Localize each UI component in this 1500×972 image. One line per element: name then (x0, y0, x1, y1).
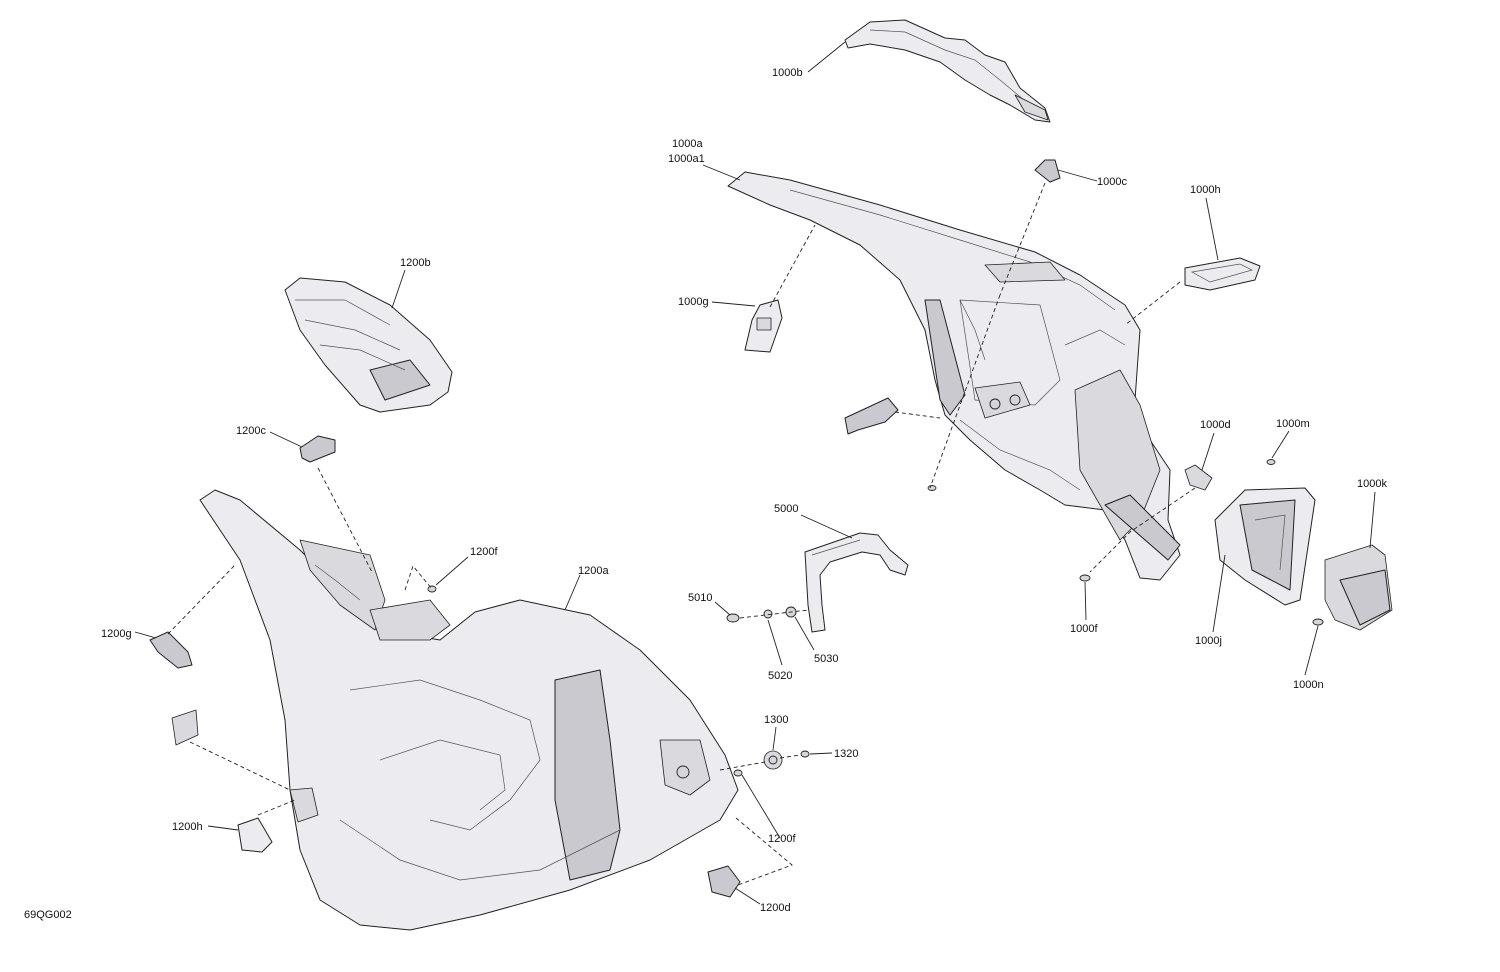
label-5030: 5030 (814, 653, 838, 665)
part-1000d[interactable] (1184, 464, 1213, 491)
assembly-lines (167, 182, 1196, 886)
part-1000g[interactable] (744, 299, 783, 353)
label-1000m: 1000m (1276, 418, 1310, 430)
label-1320: 1320 (834, 748, 858, 760)
label-1000j: 1000j (1195, 635, 1222, 647)
part-1200c[interactable] (299, 435, 336, 463)
part-1200d[interactable] (707, 865, 741, 898)
label-1000n: 1000n (1293, 679, 1324, 691)
part-1000h[interactable] (1184, 257, 1261, 291)
label-1200d: 1200d (760, 902, 791, 914)
label-1000b: 1000b (772, 67, 803, 79)
label-5000: 5000 (774, 503, 798, 515)
part-1000k[interactable] (1324, 544, 1393, 631)
label-1200f-top: 1200f (470, 546, 498, 558)
label-1000d: 1000d (1200, 419, 1231, 431)
part-5020[interactable] (763, 609, 773, 619)
label-1300: 1300 (764, 714, 788, 726)
part-5000[interactable] (804, 532, 909, 633)
label-5020: 5020 (768, 670, 792, 682)
label-1000a1: 1000a1 (668, 153, 705, 165)
label-1000g: 1000g (678, 296, 709, 308)
part-1000b[interactable] (844, 19, 1051, 123)
part-1200h[interactable] (171, 709, 273, 853)
label-1000f: 1000f (1070, 623, 1098, 635)
part-1000a[interactable] (727, 171, 1181, 581)
label-1000k: 1000k (1357, 478, 1387, 490)
part-1000j[interactable] (1214, 487, 1316, 606)
part-1300[interactable] (763, 750, 783, 770)
label-1200f-bottom: 1200f (768, 833, 796, 845)
part-1000f[interactable] (927, 485, 1091, 582)
label-1000h: 1000h (1190, 184, 1221, 196)
part-1200g[interactable] (149, 631, 193, 669)
part-1320[interactable] (800, 750, 810, 758)
part-1200b[interactable] (284, 277, 453, 413)
part-1200a[interactable] (199, 489, 739, 931)
part-1200f-washer[interactable] (427, 585, 743, 777)
part-labels: 1000b 1000a 1000a1 1000c 1000h 1000g 100… (24, 67, 1387, 921)
part-1000m[interactable] (1266, 459, 1276, 465)
label-1200a: 1200a (578, 565, 609, 577)
leader-lines (134, 41, 1376, 905)
part-1000n[interactable] (1312, 618, 1324, 626)
label-5010: 5010 (688, 592, 712, 604)
label-1200b: 1200b (400, 257, 431, 269)
label-1200h: 1200h (172, 821, 203, 833)
bracket-1000a-side[interactable] (844, 397, 899, 435)
figure-code: 69QG002 (24, 909, 72, 921)
label-1000c: 1000c (1097, 176, 1127, 188)
label-1200c: 1200c (236, 425, 266, 437)
label-1200g: 1200g (101, 628, 132, 640)
label-1000a: 1000a (672, 138, 703, 150)
part-5010[interactable] (726, 613, 740, 623)
part-1000c[interactable] (1034, 159, 1061, 183)
